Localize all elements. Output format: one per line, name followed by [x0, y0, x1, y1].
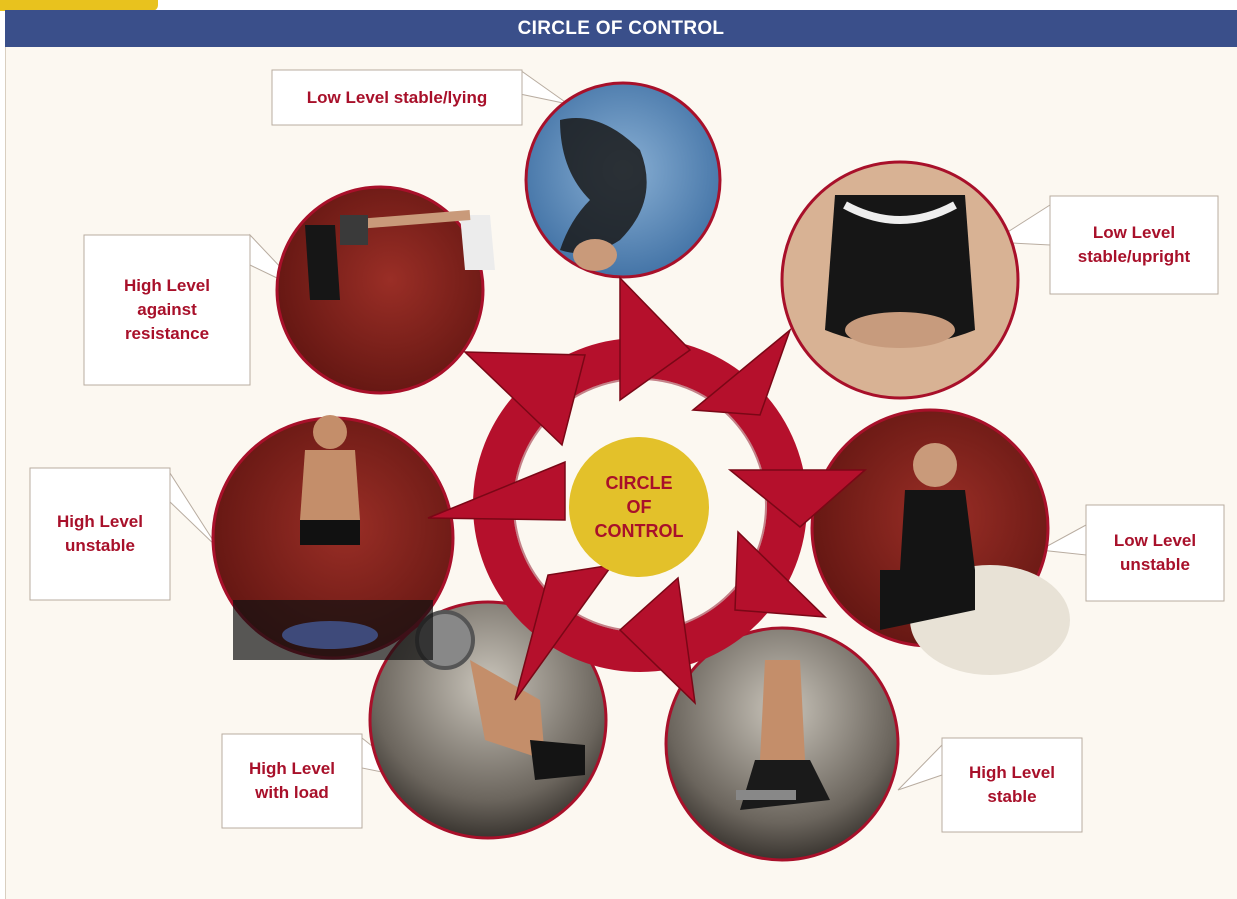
- label-low-unstable: Low Level unstable: [1086, 505, 1224, 601]
- photo-high-unstable: [213, 415, 453, 660]
- label-high-load: High Level with load: [222, 734, 362, 828]
- ring-arrow-5: [620, 578, 695, 703]
- photo-low-unstable: [812, 410, 1070, 675]
- label-low-upright: Low Level stable/upright: [1050, 196, 1218, 294]
- photo-low-upright: [782, 162, 1018, 398]
- photo-low-lying: [526, 83, 720, 277]
- label-high-stable: High Level stable: [942, 738, 1082, 832]
- photo-high-stable: [666, 628, 898, 860]
- label-high-unstable: High Level unstable: [30, 468, 170, 600]
- photo-high-resistance: [277, 187, 495, 393]
- label-high-resistance: High Level against resistance: [84, 235, 250, 385]
- label-low-lying: Low Level stable/lying: [272, 70, 522, 125]
- center-label: CIRCLE OF CONTROL: [569, 437, 709, 577]
